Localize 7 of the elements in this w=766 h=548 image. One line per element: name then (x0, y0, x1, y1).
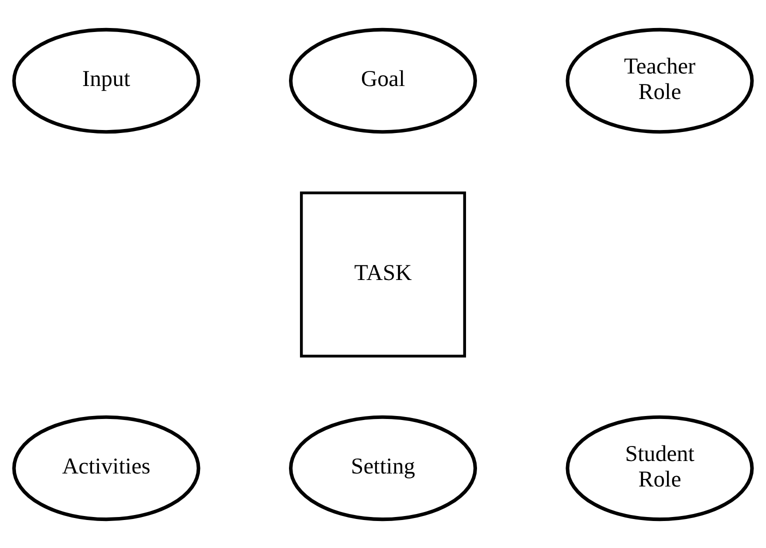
node-ellipse: Input (12, 27, 200, 134)
node-ellipse: Setting (288, 414, 478, 521)
node-ellipse: Goal (288, 27, 478, 134)
node-ellipse: Activities (12, 414, 200, 521)
node-box: TASK (300, 190, 466, 358)
node-ellipse: Teacher Role (566, 27, 754, 134)
node-ellipse: Student Role (566, 414, 754, 521)
